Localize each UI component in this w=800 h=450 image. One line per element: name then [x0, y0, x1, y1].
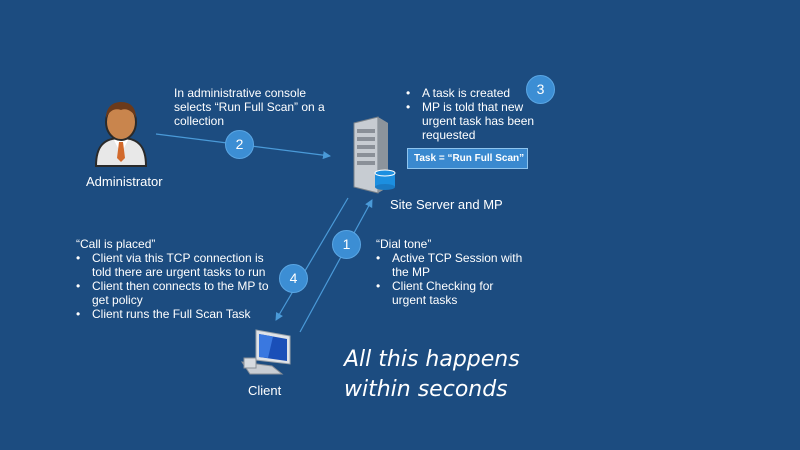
step-1-description: “Dial tone” Active TCP Session with the …	[376, 237, 526, 307]
closing-line: within seconds	[344, 377, 508, 402]
step-2-badge: 2	[225, 130, 254, 159]
server-icon	[353, 116, 396, 194]
step-4-badge: 4	[279, 264, 308, 293]
administrator-icon	[94, 102, 148, 167]
arrow-client-to-server	[299, 199, 373, 333]
task-box: Task = “Run Full Scan”	[407, 148, 528, 169]
step-4-description: “Call is placed” Client via this TCP con…	[76, 237, 274, 321]
step-3-bullet-list: A task is created MP is told that new ur…	[406, 86, 546, 142]
step-3-description: A task is created MP is told that new ur…	[406, 86, 546, 142]
step-2-description: In administrative console selects “Run F…	[174, 86, 325, 128]
closing-line: All this happens	[344, 347, 520, 372]
step-1-bullet: Active TCP Session with the MP	[376, 251, 526, 279]
closing-statement: All this happens within seconds	[344, 345, 520, 405]
server-label: Site Server and MP	[390, 197, 503, 212]
step-4-bullet-list: Client via this TCP connection is told t…	[76, 251, 274, 321]
arrow-server-to-client	[275, 197, 349, 321]
step-2-line: selects “Run Full Scan” on a	[174, 100, 325, 114]
step-3-bullet: A task is created	[406, 86, 546, 100]
client-computer-icon	[240, 329, 291, 375]
step-4-bullet: Client via this TCP connection is told t…	[76, 251, 274, 279]
step-1-bullet: Client Checking for urgent tasks	[376, 279, 526, 307]
step-4-title: “Call is placed”	[76, 237, 156, 251]
step-1-badge: 1	[332, 230, 361, 259]
step-1-title: “Dial tone”	[376, 237, 432, 251]
administrator-label: Administrator	[86, 174, 163, 189]
step-4-bullet: Client then connects to the MP to get po…	[76, 279, 274, 307]
step-2-line: In administrative console	[174, 86, 307, 100]
step-1-bullet-list: Active TCP Session with the MP Client Ch…	[376, 251, 526, 307]
client-label: Client	[248, 383, 282, 398]
step-3-badge: 3	[526, 75, 555, 104]
step-4-bullet: Client runs the Full Scan Task	[76, 307, 274, 321]
step-3-bullet: MP is told that new urgent task has been…	[406, 100, 546, 142]
step-2-line: collection	[174, 114, 225, 128]
